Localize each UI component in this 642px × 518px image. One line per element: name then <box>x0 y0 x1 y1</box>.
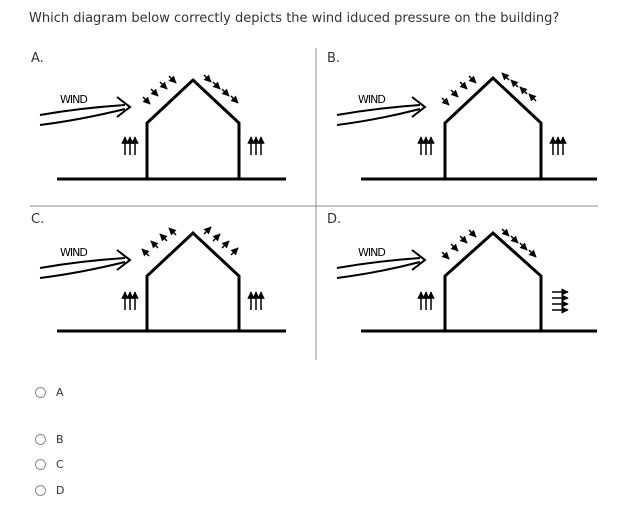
house <box>145 230 241 330</box>
question-text: Which diagram below correctly depicts th… <box>29 11 560 26</box>
option-label: B <box>56 433 64 446</box>
wind-arrow <box>39 96 132 126</box>
wind-arrow <box>336 96 427 126</box>
panel-c: WIND <box>39 226 286 333</box>
house <box>443 230 543 330</box>
panel-a: WIND <box>39 74 286 181</box>
option-label: D <box>56 484 65 497</box>
wind-label: WIND <box>60 93 87 106</box>
wind-arrow <box>336 249 427 279</box>
pressure-arrows <box>417 72 567 155</box>
option-d[interactable]: D <box>35 484 64 497</box>
option-label: A <box>56 386 64 399</box>
pressure-arrows <box>121 226 265 310</box>
wind-arrow <box>39 249 132 279</box>
radio-button[interactable] <box>35 434 46 445</box>
pressure-arrows <box>121 74 265 155</box>
panel-d: WIND <box>336 228 597 333</box>
house <box>145 77 241 178</box>
panel-label-b: B. <box>327 51 340 66</box>
radio-button[interactable] <box>35 459 46 470</box>
house <box>443 75 543 178</box>
wind-label: WIND <box>358 246 385 259</box>
option-a[interactable]: A <box>35 386 64 399</box>
radio-button[interactable] <box>35 485 46 496</box>
pressure-arrows <box>417 228 569 314</box>
radio-button[interactable] <box>35 387 46 398</box>
panel-label-d: D. <box>327 212 341 227</box>
panel-label-c: C. <box>31 212 44 227</box>
option-label: C <box>56 458 64 471</box>
panel-b: WIND <box>336 72 597 181</box>
option-c[interactable]: C <box>35 458 64 471</box>
option-b[interactable]: B <box>35 433 64 446</box>
wind-label: WIND <box>60 246 87 259</box>
panel-label-a: A. <box>31 51 44 66</box>
wind-label: WIND <box>358 93 385 106</box>
